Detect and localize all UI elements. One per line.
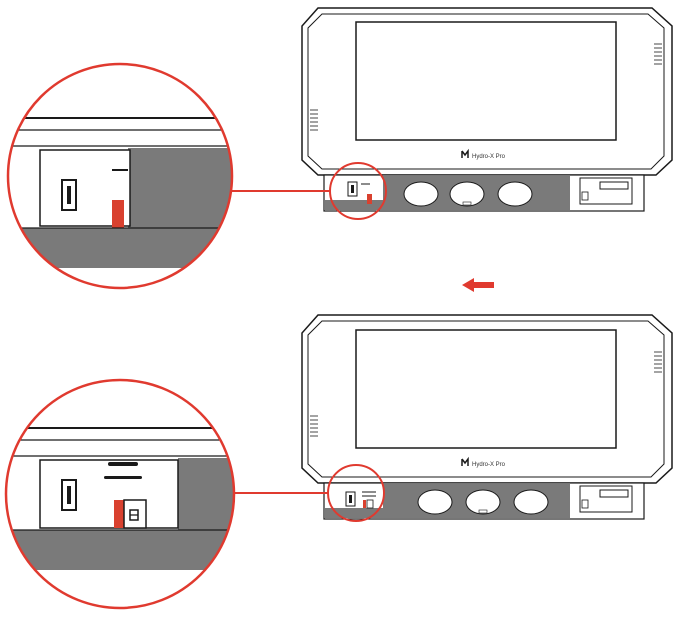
device-bottom: [301, 314, 673, 484]
left-arrow-icon: [462, 278, 494, 292]
usb-port-icon: [61, 179, 77, 211]
slider-closed: [112, 200, 124, 228]
slider-open: [114, 499, 147, 529]
usb-port-icon-bottom: [61, 479, 77, 511]
magnified-callout-bottom: [4, 378, 236, 610]
connector-strip-top: [323, 174, 645, 212]
brand-logo-bottom: Hydro-X Pro: [461, 456, 506, 468]
screen-bottom: [355, 329, 617, 449]
magnified-callout-top: [6, 62, 234, 290]
step-top-group: Hydro-X Pro: [6, 7, 673, 290]
connector-strip-bottom: [323, 482, 645, 520]
brand-label-bottom: Hydro-X Pro: [472, 462, 506, 468]
screen-top: [355, 21, 617, 141]
brand-logo-top: Hydro-X Pro: [461, 148, 506, 160]
device-top: [301, 7, 673, 176]
step-bottom-group: Hydro-X Pro: [4, 314, 673, 610]
brand-label-top: Hydro-X Pro: [472, 154, 506, 160]
lock-open-icon: [129, 509, 139, 521]
